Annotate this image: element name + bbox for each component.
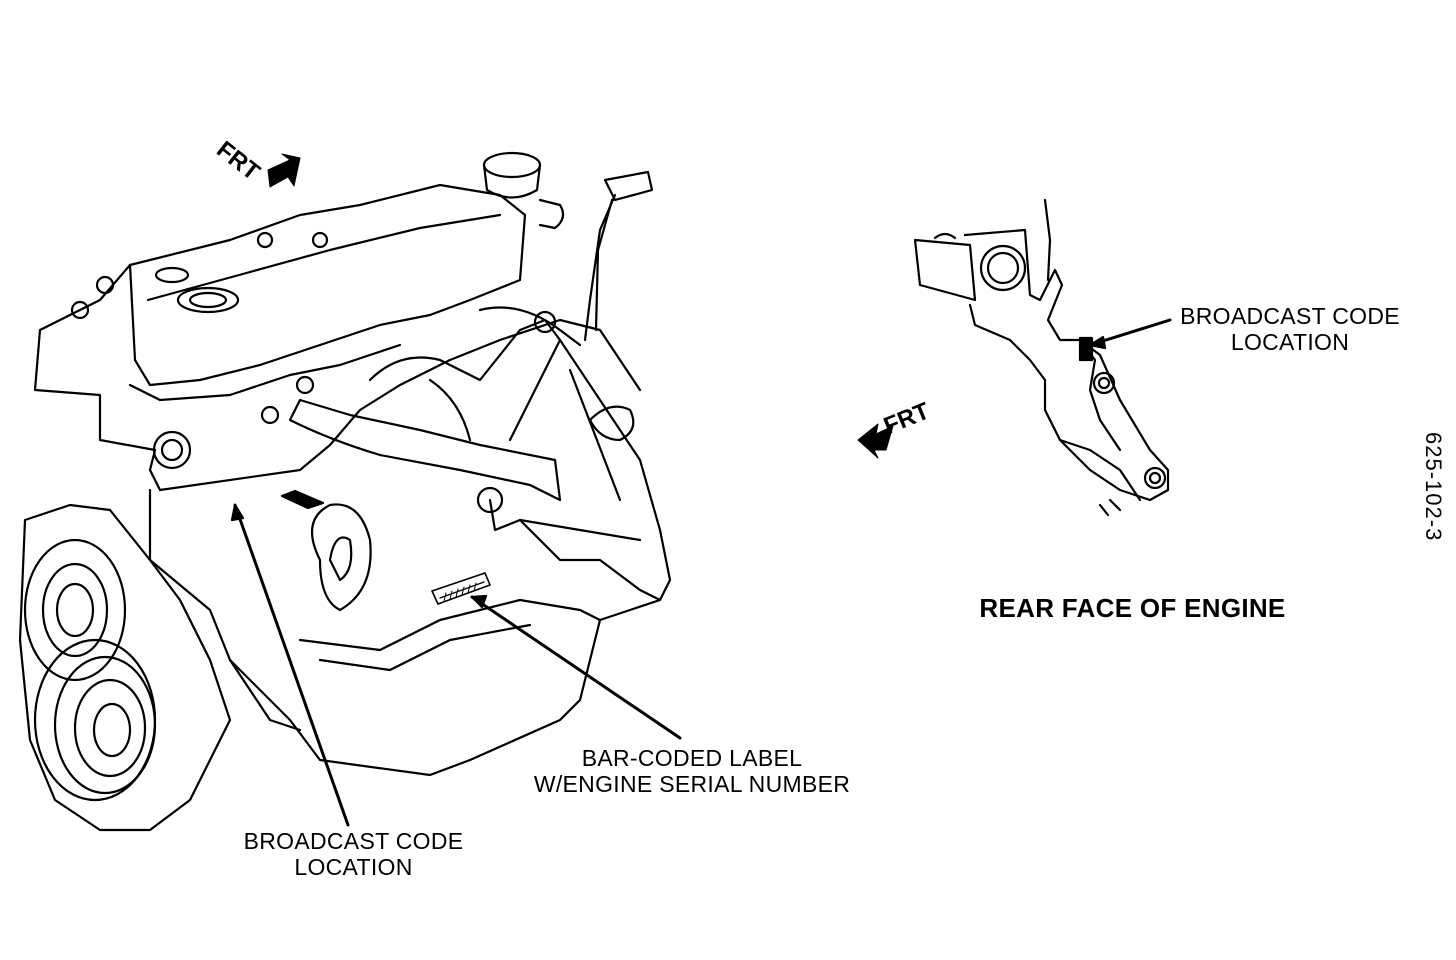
rear-face-drawing — [913, 198, 1170, 517]
bar-coded-label-caption: BAR-CODED LABEL W/ENGINE SERIAL NUMBER — [517, 745, 867, 797]
bar-coded-label-line2: W/ENGINE SERIAL NUMBER — [533, 771, 851, 797]
broadcast-code-label-main: BROADCAST CODE LOCATION — [226, 828, 481, 880]
frt-arrow-main — [267, 153, 301, 188]
frt-arrow-rear — [857, 423, 894, 459]
valve-cover — [128, 183, 527, 387]
main-engine-drawing — [18, 151, 672, 832]
dipstick — [583, 170, 654, 342]
broadcast-code-label-rear-line1: BROADCAST CODE — [1180, 303, 1400, 329]
bar-coded-label-line1: BAR-CODED LABEL — [581, 745, 803, 771]
rear-face-title: REAR FACE OF ENGINE — [979, 593, 1286, 623]
bar-coded-label — [431, 572, 491, 605]
engine-block — [33, 263, 642, 492]
leader-line-broadcast-main — [233, 503, 350, 827]
oil-filler-cap — [482, 151, 542, 179]
timing-cover — [18, 503, 232, 832]
oil-pan — [148, 488, 662, 777]
figure-number: 625-102-3 — [1421, 432, 1446, 542]
broadcast-code-label-main-line2: LOCATION — [294, 854, 413, 880]
exhaust-manifold — [288, 398, 562, 502]
broadcast-code-mark-rear — [1078, 336, 1094, 362]
broadcast-code-label-main-line1: BROADCAST CODE — [243, 828, 464, 854]
leader-line-barcode — [470, 595, 682, 740]
broadcast-code-label-rear-line2: LOCATION — [1230, 329, 1350, 355]
broadcast-code-label-rear: BROADCAST CODE LOCATION — [1165, 303, 1415, 355]
broadcast-code-mark-main — [280, 489, 325, 510]
